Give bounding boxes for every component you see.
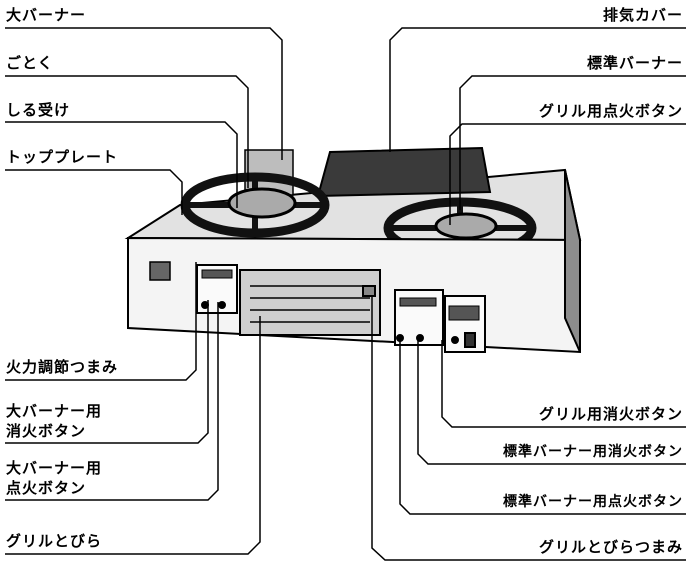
label-standard-burner: 標準バーナー [586, 54, 683, 72]
label-std-burner-on: 標準バーナー用点火ボタン [503, 494, 683, 510]
label-grill-ignite: グリル用点火ボタン [538, 102, 683, 120]
label-large-burner-on-line2: 点火ボタン [6, 479, 87, 497]
label-grill-door: グリルとびら [6, 532, 103, 550]
label-large-burner-off-line1: 大バーナー用 [6, 402, 103, 420]
label-grill-off: グリル用消火ボタン [538, 405, 683, 423]
stove-illustration [124, 146, 582, 354]
label-top-plate: トッププレート [6, 148, 119, 166]
standard-burner [434, 212, 498, 240]
label-large-burner: 大バーナー [6, 6, 87, 24]
label-exhaust-cover: 排気カバー [602, 6, 683, 24]
leader-lines [5, 27, 686, 561]
exhaust-cover [316, 146, 492, 198]
stove-right-side [564, 169, 581, 353]
label-grill-door-knob: グリルとびらつまみ [538, 538, 683, 556]
label-trivet: ごとく [6, 54, 54, 72]
large-burner [227, 187, 297, 219]
label-flame-knob: 火力調節つまみ [6, 358, 119, 376]
large-burner-trivet [180, 172, 330, 238]
label-large-burner-on-line1: 大バーナー用 [6, 459, 103, 477]
label-drip-pan: しる受け [6, 101, 71, 119]
label-large-burner-off-line2: 消火ボタン [6, 422, 87, 440]
grill-door [239, 269, 381, 336]
label-std-burner-off: 標準バーナー用消火ボタン [503, 444, 683, 460]
